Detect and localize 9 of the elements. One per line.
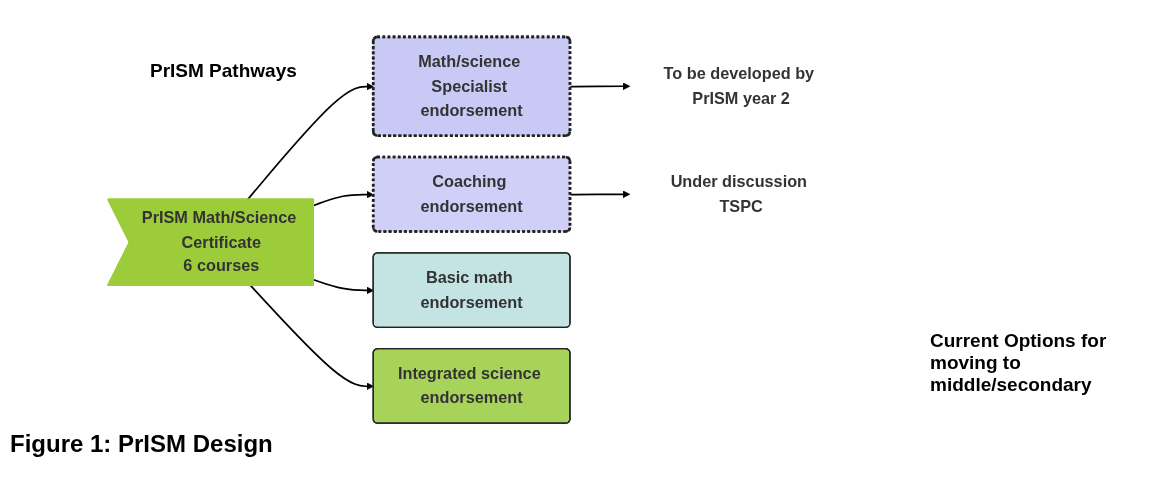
bracket-note: Current Options for moving to middle/secondary — [930, 330, 1108, 396]
node-text: Under discussion TSPC — [670, 172, 807, 215]
arrow — [569, 190, 631, 199]
arrow — [312, 278, 374, 295]
node-text: To be developed by PrISM year 2 — [663, 64, 815, 107]
pathway-label: PrISM Pathways — [150, 60, 297, 82]
arrow — [312, 190, 374, 207]
arrow — [569, 82, 631, 90]
figure-caption: Figure 1: PrISM Design — [10, 430, 273, 458]
